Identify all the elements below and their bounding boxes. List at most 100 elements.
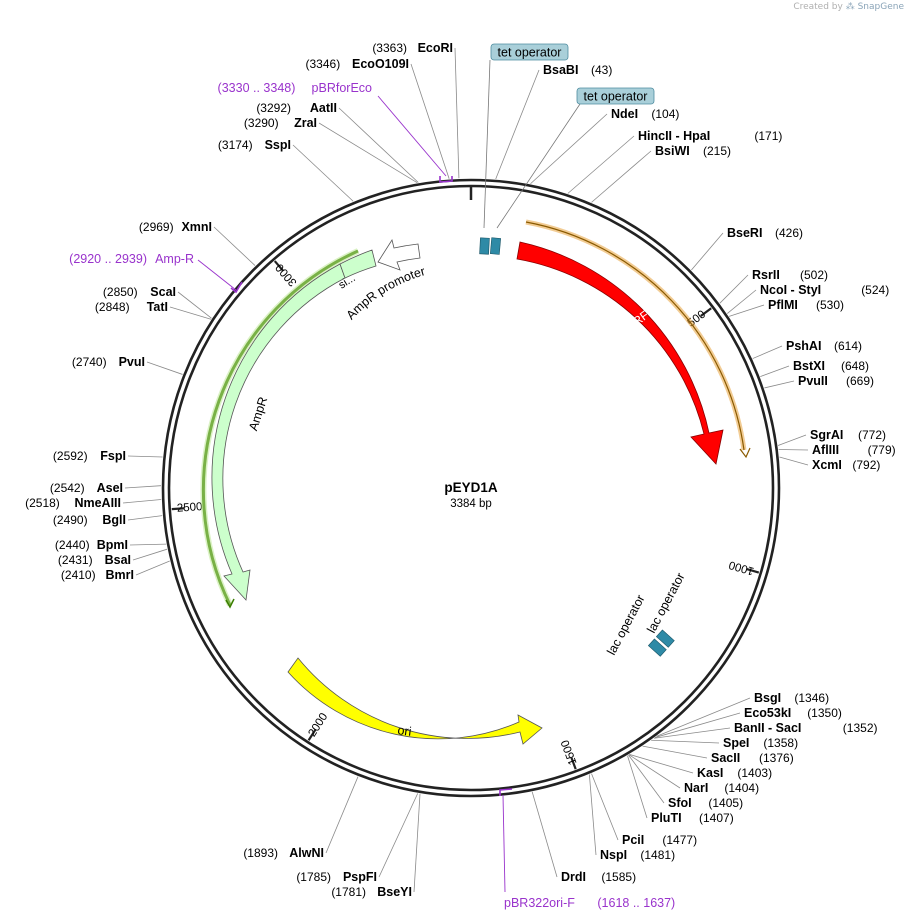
site-leader [726,289,757,314]
site-nmeaiii[interactable]: NmeAIII(2518) [25,496,162,510]
site-pcii[interactable]: PciI(1477) [591,773,697,847]
site-name: ScaI [150,285,176,299]
site-leader [691,232,724,271]
primer-amp-r[interactable]: Amp-R(2920 .. 2939) [69,252,194,266]
site-nspi[interactable]: NspI(1481) [588,774,675,862]
site-leader [127,515,163,521]
site-bstxi[interactable]: BstXI(648) [760,359,869,377]
site-banii-saci[interactable]: BanII - SacI(1352) [653,721,878,739]
ampr-label: AmpR [246,395,270,432]
site-bsabi[interactable]: BsaBI(43) [495,63,613,180]
lac-operator-box-1 [647,638,667,657]
site-leader [135,560,170,576]
site-ecori[interactable]: EcoRI(3363) [372,41,460,179]
site-alwni[interactable]: AlwNI(1893) [243,776,359,860]
tet-operator-tag-1[interactable] [490,43,569,61]
site-fspi[interactable]: FspI(2592) [53,449,163,463]
site-name: NmeAIII [74,496,121,510]
site-sgrai[interactable]: SgrAI(772) [777,428,886,446]
site-leader [146,361,183,375]
site-position: (524) [861,283,889,297]
ampr-guide-highlight [200,248,360,607]
scale-tick-2000 [307,728,317,741]
site-name: KasI [697,766,723,780]
site-drdi[interactable]: DrdI(1585) [531,791,636,884]
site-position: (1585) [601,870,636,884]
site-nari[interactable]: NarI(1404) [628,754,759,795]
site-kasi[interactable]: KasI(1403) [629,754,772,780]
site-name: EcoO109I [352,57,409,71]
site-position: (648) [841,359,869,373]
primer-labels: pBRforEco(3330 .. 3348) Amp-R(2920 .. 293… [69,81,675,910]
site-pvuii[interactable]: PvuII(669) [764,374,874,389]
tet-operator-box-1 [479,237,490,255]
site-pluti[interactable]: PluTI(1407) [627,755,734,825]
site-xmni[interactable]: XmnI(2969) [139,220,256,266]
site-name: BpmI [97,538,128,552]
site-leader [567,135,635,194]
primer-pbr322ori-mark [499,788,513,796]
site-pvui[interactable]: PvuI(2740) [72,355,183,375]
feature-ampr[interactable]: AmpR si... [200,248,377,609]
site-position: (1407) [699,811,734,825]
site-bsiwi[interactable]: BsiWI(215) [591,144,731,203]
feature-tet-operators[interactable]: tet operator tet operator [479,43,655,255]
ampr-promoter-arrow [377,238,421,271]
site-leader [651,739,720,744]
site-ndei[interactable]: NdeI(104) [530,107,679,185]
snapgene-logo: ⁂ SnapGene [845,2,904,12]
site-position: (1781) [331,885,366,899]
site-pflmi[interactable]: PflMI(530) [729,298,844,317]
site-afliii[interactable]: AflIII(779) [778,443,896,457]
site-tati[interactable]: TatI(2848) [95,300,212,320]
site-pshai[interactable]: PshAI(614) [752,339,862,359]
feature-mrfp1[interactable]: mRFP1 [516,219,751,465]
site-position: (2850) [103,285,138,299]
feature-lac-operators[interactable]: lac operator lac operator [604,571,687,658]
primer-pbr322ori-leader [502,794,506,893]
site-bpmi[interactable]: BpmI (2440) [55,538,167,552]
site-leader [531,791,558,878]
site-leader [654,712,741,738]
site-aatii[interactable]: AatII(3292) [256,101,419,183]
tet-operator-tag-2[interactable] [576,87,655,105]
site-eco53ki[interactable]: Eco53kI(1350) [654,706,842,738]
site-leader [325,776,359,854]
site-leader [129,543,167,546]
site-asei[interactable]: AseI(2542) [50,481,162,495]
site-name: RsrII [752,268,780,282]
site-ecoo109i[interactable]: EcoO109I(3346) [306,57,450,179]
site-name: BseYI [377,885,412,899]
primer-pbr322ori-f[interactable]: pBR322ori-F(1618 .. 1637) [504,896,675,910]
site-bsai[interactable]: BsaI(2431) [58,548,168,567]
scale-tick-label-1000: 1000 [728,558,756,577]
site-sfoi[interactable]: SfoI(1405) [628,754,743,810]
site-bseyi[interactable]: BseYI (1781) [331,793,421,899]
site-scai[interactable]: ScaI (2850) [103,285,212,319]
site-bseri[interactable]: BseRI(426) [691,226,803,271]
site-hincii-hpai[interactable]: HincII - HpaI(171) [567,129,783,194]
site-sspi[interactable]: SspI(3174) [218,138,354,202]
scale-tick-500 [700,307,712,317]
site-position: (779) [868,443,896,457]
feature-ori[interactable]: ori [287,657,543,745]
site-bmri[interactable]: BmrI(2410) [61,560,170,582]
site-xcmi[interactable]: XcmI(792) [779,456,880,472]
site-name: PshAI [786,339,821,353]
site-name: PflMI [768,298,798,312]
site-bgli[interactable]: BglI(2490) [53,513,163,527]
site-ncoi-styi[interactable]: NcoI - StyI(524) [726,283,889,314]
site-position: (171) [754,129,782,143]
site-position: (2440) [55,538,90,552]
scale-tick-1000 [746,567,760,574]
site-sacii[interactable]: SacII(1376) [642,745,794,765]
site-rsrii[interactable]: RsrII(502) [719,268,828,304]
site-pspfi[interactable]: PspFI(1785) [296,793,419,884]
primer-pbrforeco[interactable]: pBRforEco(3330 .. 3348) [218,81,372,95]
site-position: (2410) [61,568,96,582]
site-zrai[interactable]: ZraI(3290) [244,116,418,184]
site-bsgi[interactable]: BsgI(1346) [656,691,829,737]
site-spei[interactable]: SpeI(1358) [651,736,798,750]
